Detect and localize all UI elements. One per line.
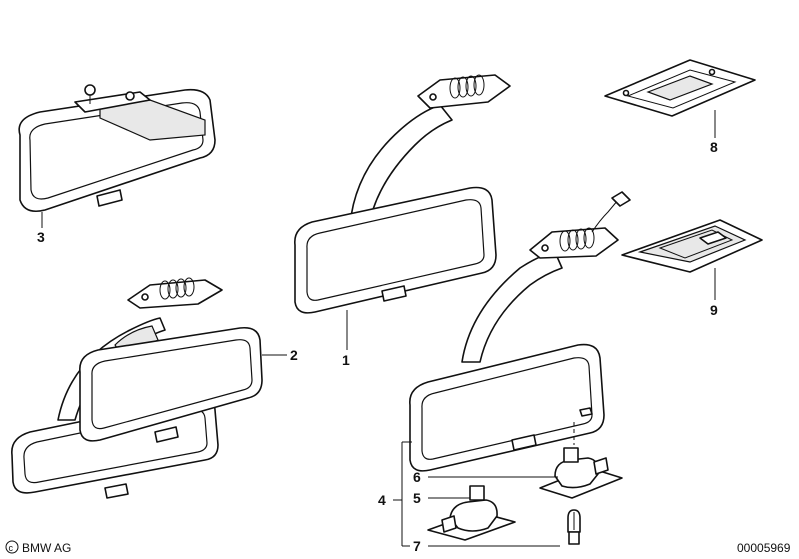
mirror-part-1[interactable] — [294, 74, 511, 314]
drawing-number: 00005969 — [737, 541, 791, 555]
svg-text:c: c — [9, 543, 14, 553]
plate-part-8[interactable] — [604, 59, 756, 117]
callout-3: 3 — [37, 229, 45, 245]
callout-5: 5 — [413, 490, 421, 506]
spring-coil-1 — [449, 74, 485, 99]
brand-label: BMW AG — [22, 541, 71, 555]
mirror-part-2[interactable] — [11, 277, 263, 499]
bulb-part-7[interactable] — [567, 509, 581, 545]
tray-part-9[interactable] — [621, 219, 763, 273]
mirror-with-light[interactable] — [409, 191, 631, 472]
lamp-housing-part-6[interactable] — [539, 447, 623, 499]
lamp-housing-part-5[interactable] — [427, 485, 516, 541]
group-bracket-4 — [393, 441, 412, 547]
spring-coil-3 — [559, 227, 595, 252]
mirror-part-3[interactable] — [18, 84, 216, 213]
callout-7: 7 — [413, 538, 421, 554]
spring-coil-2 — [159, 277, 195, 300]
callout-8: 8 — [710, 139, 718, 155]
callout-6: 6 — [413, 469, 421, 485]
callout-9: 9 — [710, 302, 718, 318]
copyright-mark: c — [5, 540, 19, 554]
callout-4: 4 — [378, 492, 386, 508]
callout-2: 2 — [290, 347, 298, 363]
callout-1: 1 — [342, 352, 350, 368]
